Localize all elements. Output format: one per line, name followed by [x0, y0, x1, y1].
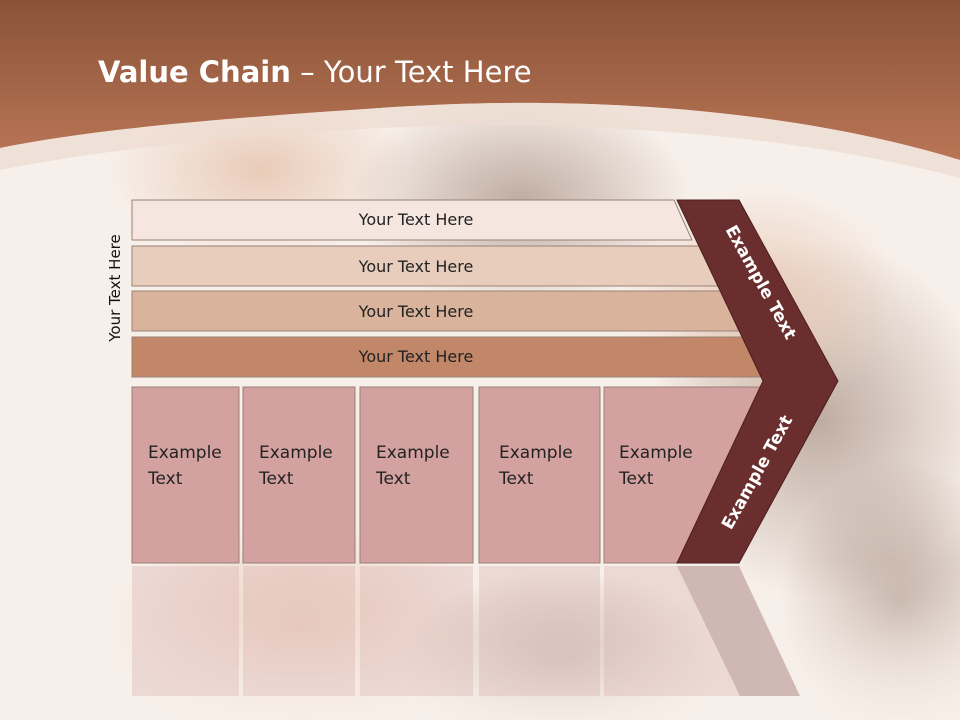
bar-1-label: Your Text Here — [358, 210, 474, 229]
bar-2-label: Your Text Here — [358, 257, 474, 276]
support-bars: Your Text Here Your Text Here Your Text … — [131, 199, 764, 378]
title-separator: – — [300, 55, 315, 89]
box-4-reflection — [479, 566, 600, 696]
box-1-shape — [131, 386, 240, 564]
title-bold: Value Chain — [98, 55, 291, 89]
box-1-reflection — [132, 566, 239, 696]
box-3-reflection — [360, 566, 473, 696]
box-2-reflection — [243, 566, 355, 696]
chevron-shape — [676, 199, 839, 564]
box-2-label: Example Text — [259, 440, 333, 492]
box-1-line-1: Example — [148, 443, 222, 463]
bar-3-label: Your Text Here — [358, 302, 474, 321]
box-3-label: Example Text — [376, 440, 450, 492]
box-4-line-2: Text — [499, 469, 534, 489]
chevron-reflection — [677, 566, 800, 696]
bar-4-label: Your Text Here — [358, 347, 474, 366]
box-5-line-1: Example — [619, 443, 693, 463]
title-rest: Your Text Here — [323, 55, 532, 89]
box-2-shape — [242, 386, 356, 564]
bar-1-shape — [131, 199, 693, 241]
reflection — [132, 566, 800, 696]
box-5-line-2: Text — [619, 469, 654, 489]
box-3-shape — [359, 386, 474, 564]
box-4-shape — [478, 386, 601, 564]
box-1-label: Example Text — [148, 440, 222, 492]
box-2-line-2: Text — [259, 469, 294, 489]
box-4-label: Example Text — [499, 440, 573, 492]
box-5-label: Example Text — [619, 440, 693, 492]
primary-boxes — [131, 386, 763, 564]
box-5-reflection — [604, 566, 740, 696]
box-3-line-1: Example — [376, 443, 450, 463]
box-4-line-1: Example — [499, 443, 573, 463]
box-2-line-1: Example — [259, 443, 333, 463]
box-3-line-2: Text — [376, 469, 411, 489]
box-1-line-2: Text — [148, 469, 183, 489]
slide-title: Value Chain – Your Text Here — [98, 55, 532, 89]
